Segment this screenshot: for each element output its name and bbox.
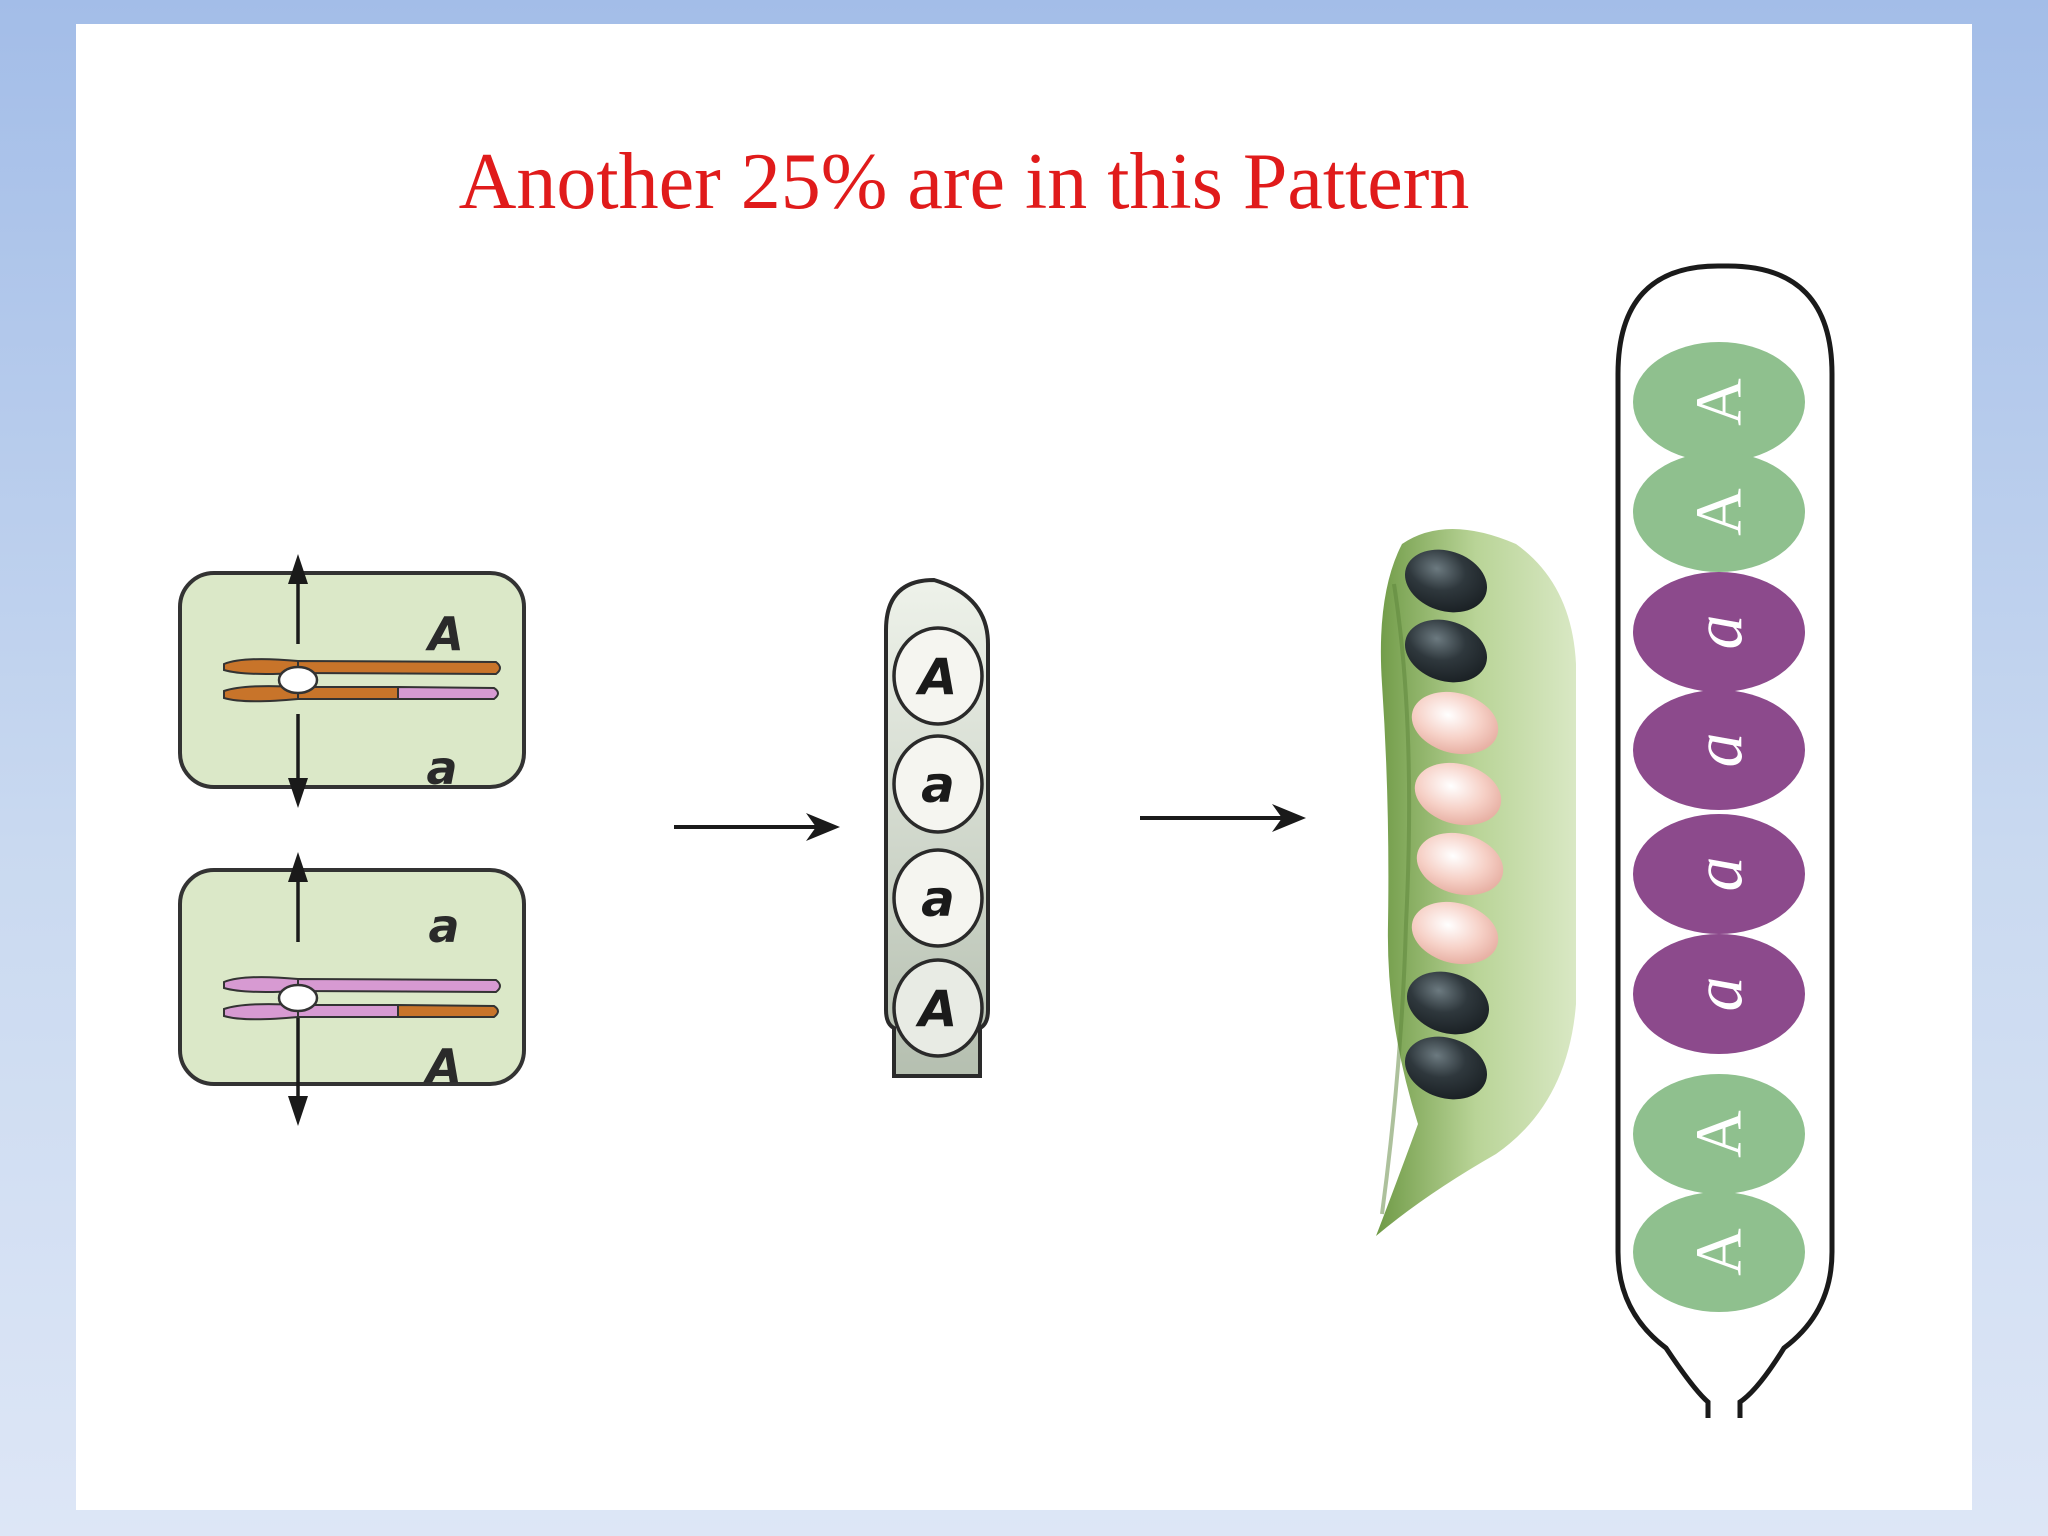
spore: a — [1633, 572, 1805, 692]
spore: A — [1633, 452, 1805, 572]
cell-1: A a — [178, 554, 526, 808]
arrow-down-icon — [288, 1096, 308, 1126]
gene-label: A — [425, 607, 464, 661]
seed-dark — [1404, 619, 1488, 683]
spore-label: A — [1683, 1110, 1756, 1158]
seed-dark — [1406, 971, 1490, 1035]
spore-label: a — [1681, 615, 1758, 650]
spore: A — [1633, 1074, 1805, 1194]
arrow-right-icon — [1140, 804, 1306, 832]
arrow-down-icon — [288, 778, 308, 808]
spore-label: A — [915, 648, 958, 706]
spore-label: A — [1683, 488, 1756, 536]
seed-pink — [1411, 691, 1499, 755]
arrow-up-icon — [288, 554, 308, 584]
seed-pink — [1416, 832, 1504, 896]
pea-pod — [1376, 529, 1576, 1236]
spore: a — [892, 848, 984, 948]
spore: A — [1633, 1192, 1805, 1312]
spore: A — [892, 626, 984, 726]
spore-label: A — [915, 980, 958, 1038]
spore: a — [1633, 934, 1805, 1054]
spore: A — [1633, 342, 1805, 462]
gene-label: A — [423, 1039, 462, 1093]
seed-dark — [1404, 1036, 1488, 1100]
cell-2: a A — [178, 852, 526, 1126]
seed-dark — [1404, 549, 1488, 613]
spore-label: A — [1683, 378, 1756, 426]
spore: a — [1633, 814, 1805, 934]
spore-label: A — [1683, 1228, 1756, 1276]
seed-pink — [1414, 762, 1502, 826]
spore: a — [892, 734, 984, 834]
spore: a — [1633, 690, 1805, 810]
large-ascus: A A a a a a A — [1615, 263, 1835, 1418]
arrow-right-icon — [674, 813, 840, 841]
arrow-up-icon — [288, 852, 308, 882]
slide-title: Another 25% are in this Pattern — [458, 138, 1470, 226]
slide: Another 25% are in this Pattern — [76, 24, 1972, 1510]
spore-label: a — [1681, 857, 1758, 892]
chromosome-pair-1 — [223, 658, 501, 703]
spore-label: a — [1681, 733, 1758, 768]
spore-label: a — [921, 756, 955, 814]
small-ascus: A a a A — [884, 577, 990, 1078]
spore-label: a — [921, 870, 955, 928]
spore-label: a — [1681, 977, 1758, 1012]
spore: A — [892, 958, 984, 1058]
gene-label: a — [428, 899, 459, 953]
chromosome-pair-2 — [223, 976, 501, 1021]
meiosis-diagram: A a a A — [178, 263, 1835, 1418]
seed-pink — [1411, 901, 1499, 965]
gene-label: a — [426, 741, 457, 795]
